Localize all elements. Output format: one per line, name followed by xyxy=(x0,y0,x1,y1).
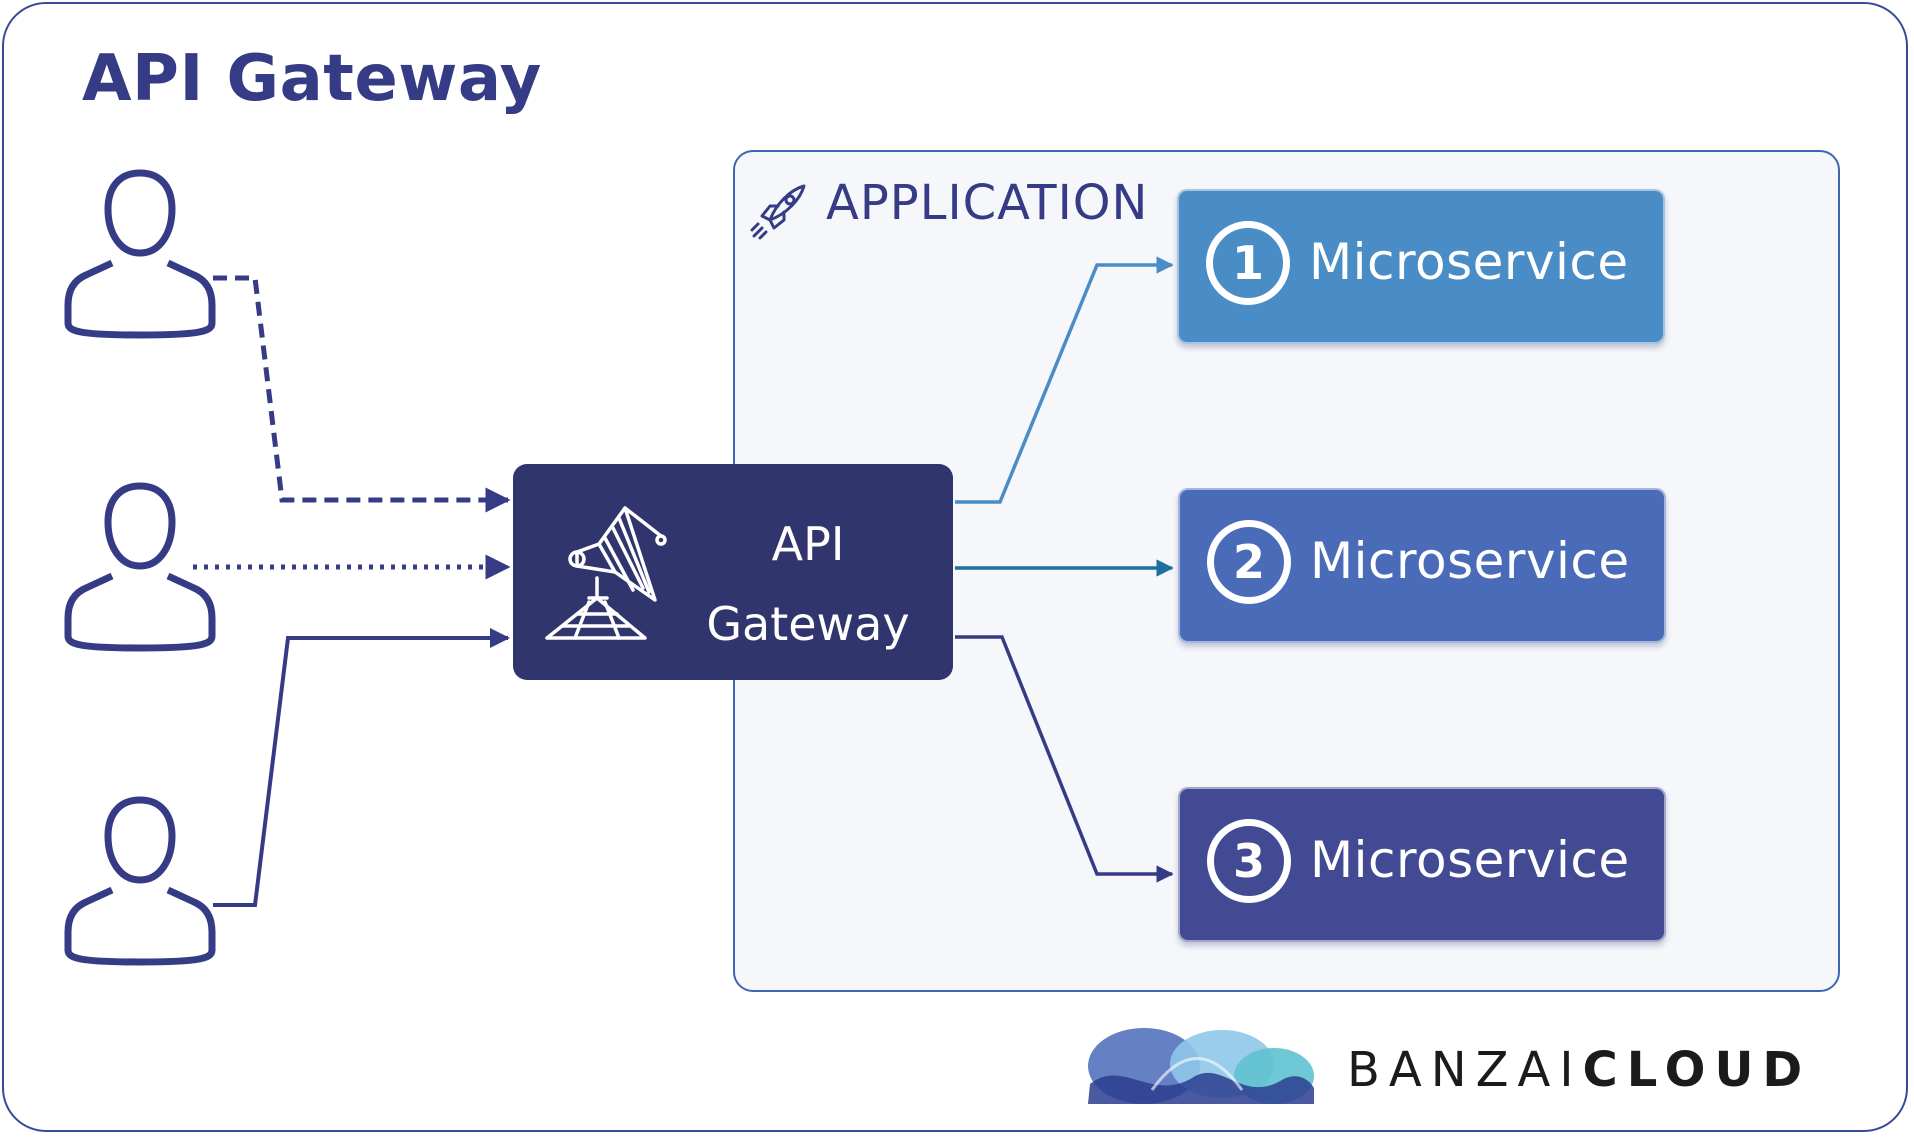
microservice-label: Microservice xyxy=(1310,831,1630,889)
user3-connection-solid xyxy=(213,628,510,907)
microservice-3: 3 Microservice xyxy=(1178,787,1666,942)
banzai-cloud-logo-icon xyxy=(1088,1028,1314,1104)
microservice-2: 2 Microservice xyxy=(1178,488,1666,643)
user1-connection-dashed xyxy=(213,275,511,513)
microservice-label: Microservice xyxy=(1309,233,1629,291)
radar-dish-icon xyxy=(545,506,667,640)
logo-text-cloud: CLOUD xyxy=(1582,1042,1812,1098)
user-icon xyxy=(64,169,216,339)
microservice-label: Microservice xyxy=(1310,532,1630,590)
user-icon xyxy=(64,796,216,966)
api-gateway-node: API Gateway xyxy=(513,464,953,680)
gateway-label: API Gateway xyxy=(663,504,953,664)
gateway-label-line2: Gateway xyxy=(706,597,910,651)
rocket-icon xyxy=(750,184,806,240)
logo-text-banzai: BANZAI xyxy=(1347,1042,1583,1098)
gateway-to-ms3 xyxy=(955,635,1174,883)
gateway-to-ms1 xyxy=(955,256,1174,504)
gateway-label-line1: API xyxy=(771,517,845,571)
application-label: APPLICATION xyxy=(826,175,1149,231)
number-badge: 2 xyxy=(1207,520,1291,604)
number-badge: 1 xyxy=(1206,221,1290,305)
diagram-title: API Gateway xyxy=(82,42,542,116)
number-badge: 3 xyxy=(1207,819,1291,903)
banzai-cloud-wordmark: BANZAICLOUD xyxy=(1347,1040,1811,1100)
microservice-1: 1 Microservice xyxy=(1177,189,1665,344)
user-icon xyxy=(64,482,216,652)
